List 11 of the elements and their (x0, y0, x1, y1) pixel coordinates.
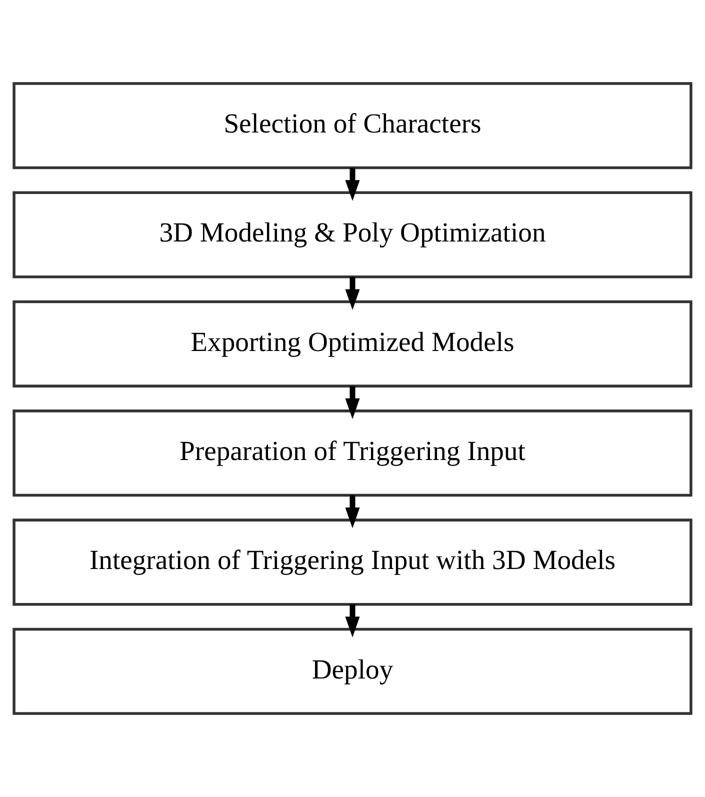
arrow (345, 277, 360, 310)
node-box: Integration of Triggering Input with 3D Models (12, 518, 692, 606)
node-box: Deploy (12, 628, 692, 715)
node-box: Preparation of Triggering Input (12, 410, 692, 497)
arrow (345, 604, 360, 638)
node-box: Exporting Optimized Models (12, 300, 692, 388)
arrow (345, 168, 360, 201)
arrow (345, 495, 360, 528)
arrow (345, 386, 360, 420)
node-box: 3D Modeling & Poly Optimization (12, 191, 692, 278)
node-box: Selection of Characters (12, 82, 692, 170)
